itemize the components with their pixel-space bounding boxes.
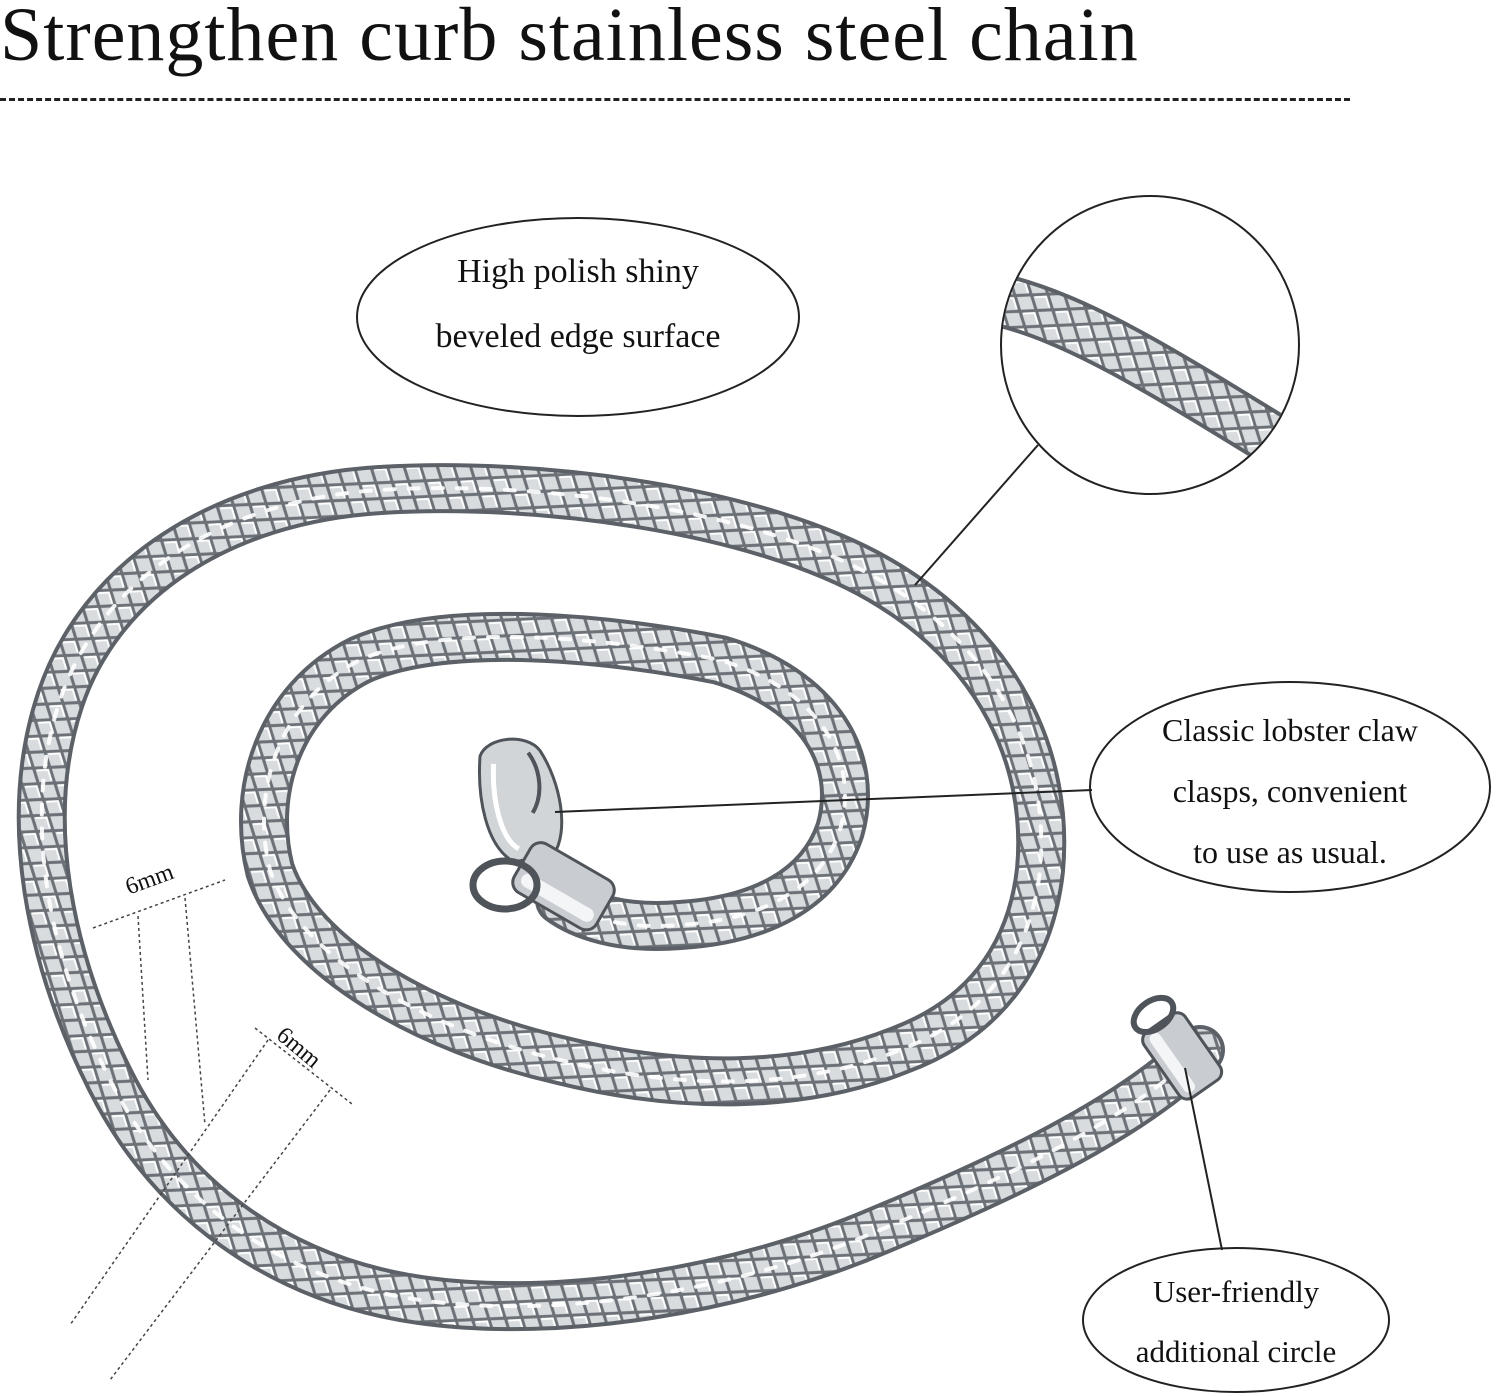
clasp-callout-ellipse xyxy=(1089,681,1491,893)
width-measure-guides xyxy=(92,879,226,1126)
surface-callout-ellipse xyxy=(356,217,800,417)
title-dashed-divider xyxy=(0,98,1350,101)
chain-highlight xyxy=(39,486,1202,1309)
page-title: Strengthen curb stainless steel chain xyxy=(0,0,1139,77)
surface-callout-line2: beveled edge surface xyxy=(435,317,721,355)
thickness-measure-guides xyxy=(69,1027,353,1381)
clasp-callout-line3: to use as usual. xyxy=(1193,833,1387,870)
zoom-chain-detail xyxy=(1002,273,1298,477)
surface-callout-line1: High polish shiny xyxy=(457,253,699,290)
surface-callout: High polish shiny beveled edge surface xyxy=(378,240,778,369)
clasp-callout: Classic lobster claw clasps, convenient … xyxy=(1100,700,1480,882)
clasp-leader-line xyxy=(554,789,1093,813)
zoom-leader-line xyxy=(914,444,1039,586)
circle-callout-line2: additional circle xyxy=(1135,1334,1337,1370)
circle-callout: User-friendly additional circle xyxy=(1095,1262,1377,1383)
lobster-clasp xyxy=(478,737,564,864)
end-cap-with-ring xyxy=(1130,994,1224,1101)
circle-callout-ellipse xyxy=(1082,1247,1390,1393)
clasp-callout-line2: clasps, convenient xyxy=(1172,772,1408,809)
clasp-jump-ring xyxy=(469,857,541,913)
circle-leader-line xyxy=(1184,1067,1223,1251)
circle-callout-line1: User-friendly xyxy=(1152,1274,1320,1309)
clasp-callout-line1: Classic lobster claw xyxy=(1162,712,1418,748)
